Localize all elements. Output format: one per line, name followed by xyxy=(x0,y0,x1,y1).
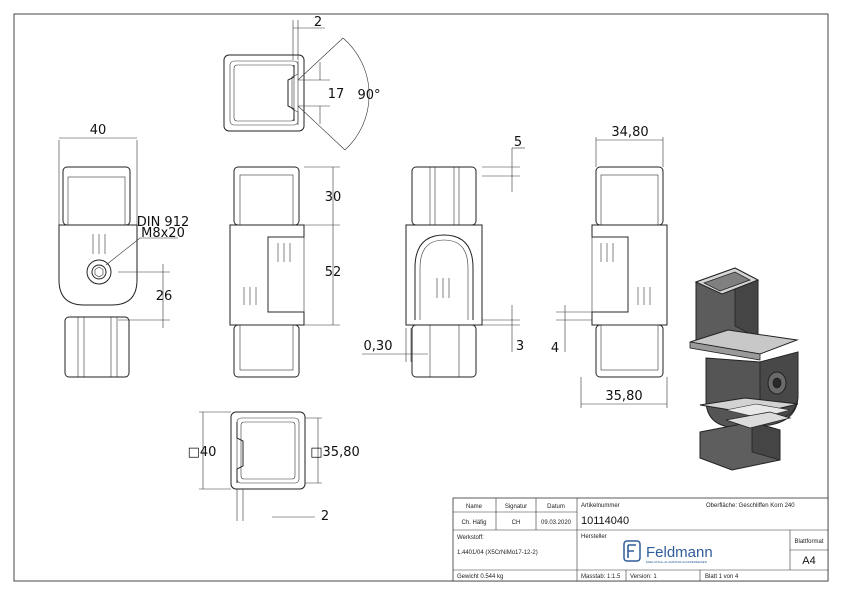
dim-top-slot: 17 xyxy=(328,87,345,102)
tb-signatur: CH xyxy=(512,520,521,526)
dim-52: 52 xyxy=(325,265,342,280)
dim-3480: 34,80 xyxy=(611,125,648,140)
tb-artikel: 10114040 xyxy=(581,515,629,527)
tb-brand-tagline: EDELSTAHL-ALUMINIUM-SCHMIEDEEISEN xyxy=(646,560,707,564)
tb-h-signatur: Signatur xyxy=(505,504,527,510)
dim-din: DIN 912 xyxy=(137,215,190,230)
tb-werkstoff-label: Werkstoff: xyxy=(457,535,484,541)
iso-render xyxy=(689,267,799,471)
bottom-view xyxy=(199,411,322,521)
dim-sq40: □40 xyxy=(188,445,217,460)
dim-sq3580: □35,80 xyxy=(310,445,360,460)
tb-brand: Feldmann xyxy=(646,544,713,561)
top-view xyxy=(223,20,370,151)
tb-name: Ch. Häfig xyxy=(461,520,486,526)
view-left xyxy=(58,137,178,378)
dim-26: 26 xyxy=(156,289,173,304)
tb-h-datum: Datum xyxy=(547,504,565,510)
view-front xyxy=(229,166,340,378)
dim-screw: M8x20 xyxy=(141,226,185,241)
tb-hersteller-label: Hersteller xyxy=(581,534,607,540)
dim-angle: 90° xyxy=(357,88,380,103)
tb-oberflaeche: Oberfläche: Geschliffen Korn 240 xyxy=(706,503,795,509)
view-right xyxy=(556,137,668,408)
tb-gewicht: Gewicht 0.544 kg xyxy=(457,574,503,580)
dim-width-40: 40 xyxy=(90,123,107,138)
title-block xyxy=(452,497,829,582)
tb-datum: 09.03.2020 xyxy=(541,520,572,526)
dim-30: 30 xyxy=(325,190,342,205)
dim-top-wall: 2 xyxy=(314,15,322,30)
tb-version: Version: 1 xyxy=(630,574,657,580)
dim-3: 3 xyxy=(516,339,524,354)
tb-masstab: Masstab: 1:1.5 xyxy=(581,574,621,580)
tb-artikel-label: Artikelnummer xyxy=(581,503,620,509)
tb-blattformat-label: Blattformat xyxy=(794,539,823,545)
dim-3580: 35,80 xyxy=(605,389,642,404)
dim-4: 4 xyxy=(551,341,559,356)
sheet-border xyxy=(13,13,829,582)
dim-bottom-wall: 2 xyxy=(321,509,329,524)
tb-blatt: Blatt 1 von 4 xyxy=(705,574,739,580)
tb-blattformat: A4 xyxy=(802,555,815,567)
dim-5: 5 xyxy=(514,135,522,150)
dim-030: 0,30 xyxy=(364,339,393,354)
view-arched xyxy=(362,147,525,378)
tb-h-name: Name xyxy=(466,504,483,510)
tb-werkstoff: 1.4401/04 (X5CrNiMo17-12-2) xyxy=(457,550,538,556)
